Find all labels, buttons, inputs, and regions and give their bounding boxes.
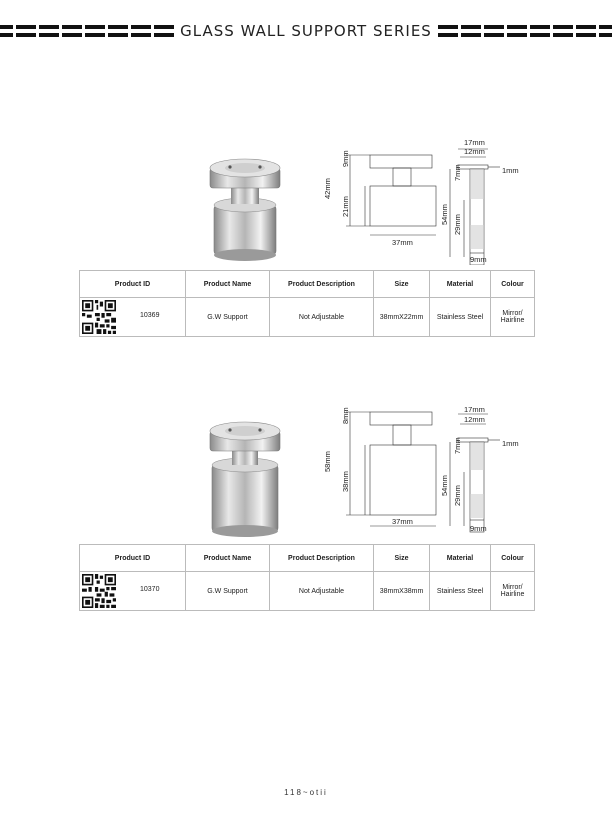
dim-body-height: 38mm	[341, 471, 350, 492]
product-name: G.W Support	[185, 297, 270, 337]
product-colour: Mirror/ Hairline	[490, 297, 535, 337]
dim-total-height: 42mm	[323, 178, 332, 199]
dim-side-height: 54mm	[440, 475, 449, 496]
header-product-description: Product Description	[269, 270, 374, 298]
product-colour: Mirror/ Hairline	[490, 571, 535, 611]
technical-drawing: 9mm 42mm 21mm 37mm 17mm 12mm 1mm 7mm 54m…	[323, 138, 519, 265]
product-id-cell: 10369	[79, 297, 186, 337]
product-photo	[209, 158, 281, 261]
header-product-name: Product Name	[185, 544, 270, 572]
product-name: G.W Support	[185, 571, 270, 611]
dim-flange: 1mm	[502, 439, 519, 448]
product-size: 38mmX38mm	[373, 571, 430, 611]
table-row: 10370 G.W Support Not Adjustable 38mmX38…	[79, 571, 535, 611]
header-colour: Colour	[490, 544, 535, 572]
dim-lower: 29mm	[453, 214, 462, 235]
product-id: 10370	[140, 586, 160, 593]
dim-base-width: 37mm	[392, 238, 413, 247]
product-size: 38mmX22mm	[373, 297, 430, 337]
table-row: 10369 G.W Support Not Adjustable 38mmX22…	[79, 297, 535, 337]
dim-top-inner: 12mm	[464, 415, 485, 424]
product-id-cell: 10370	[79, 571, 186, 611]
header-right-dashes	[437, 25, 612, 37]
header-size: Size	[373, 270, 430, 298]
product-description: Not Adjustable	[269, 297, 374, 337]
header-product-id: Product ID	[79, 544, 186, 572]
dim-neck: 7mm	[453, 437, 462, 454]
dim-flange: 1mm	[502, 166, 519, 175]
header-material: Material	[429, 270, 491, 298]
dim-lower: 29mm	[453, 485, 462, 506]
dim-bottom: 9mm	[470, 255, 487, 264]
header-size: Size	[373, 544, 430, 572]
product-id: 10369	[140, 312, 160, 319]
header-colour: Colour	[490, 270, 535, 298]
dim-neck: 7mm	[453, 164, 462, 181]
dim-total-height: 58mm	[323, 451, 332, 472]
dim-body-height: 21mm	[341, 196, 350, 217]
header-product-id: Product ID	[79, 270, 186, 298]
product-spec-table: Product ID Product Name Product Descript…	[79, 544, 535, 611]
header-material: Material	[429, 544, 491, 572]
qr-code-icon[interactable]	[82, 574, 116, 608]
product-photo	[209, 421, 281, 537]
qr-code-icon[interactable]	[82, 300, 116, 334]
dim-top-width: 17mm	[464, 405, 485, 414]
dim-bottom: 9mm	[470, 524, 487, 533]
product-material: Stainless Steel	[429, 297, 491, 337]
header-product-description: Product Description	[269, 544, 374, 572]
page-number: 118~otii	[284, 788, 328, 797]
dim-top-width: 17mm	[464, 138, 485, 147]
product-description: Not Adjustable	[269, 571, 374, 611]
dim-base-width: 37mm	[392, 517, 413, 526]
technical-drawing: 8mm 58mm 38mm 37mm 17mm 12mm 1mm 7mm 54m…	[323, 405, 519, 533]
dim-side-height: 54mm	[440, 204, 449, 225]
dim-cap-height: 8mm	[341, 407, 350, 424]
dim-cap-height: 9mm	[341, 150, 350, 167]
dim-top-inner: 12mm	[464, 147, 485, 156]
product-spec-table: Product ID Product Name Product Descript…	[79, 270, 535, 337]
product-material: Stainless Steel	[429, 571, 491, 611]
page-header: GLASS WALL SUPPORT SERIES	[0, 18, 612, 44]
header-left-dashes	[0, 25, 175, 37]
page-title: GLASS WALL SUPPORT SERIES	[180, 22, 432, 40]
header-product-name: Product Name	[185, 270, 270, 298]
